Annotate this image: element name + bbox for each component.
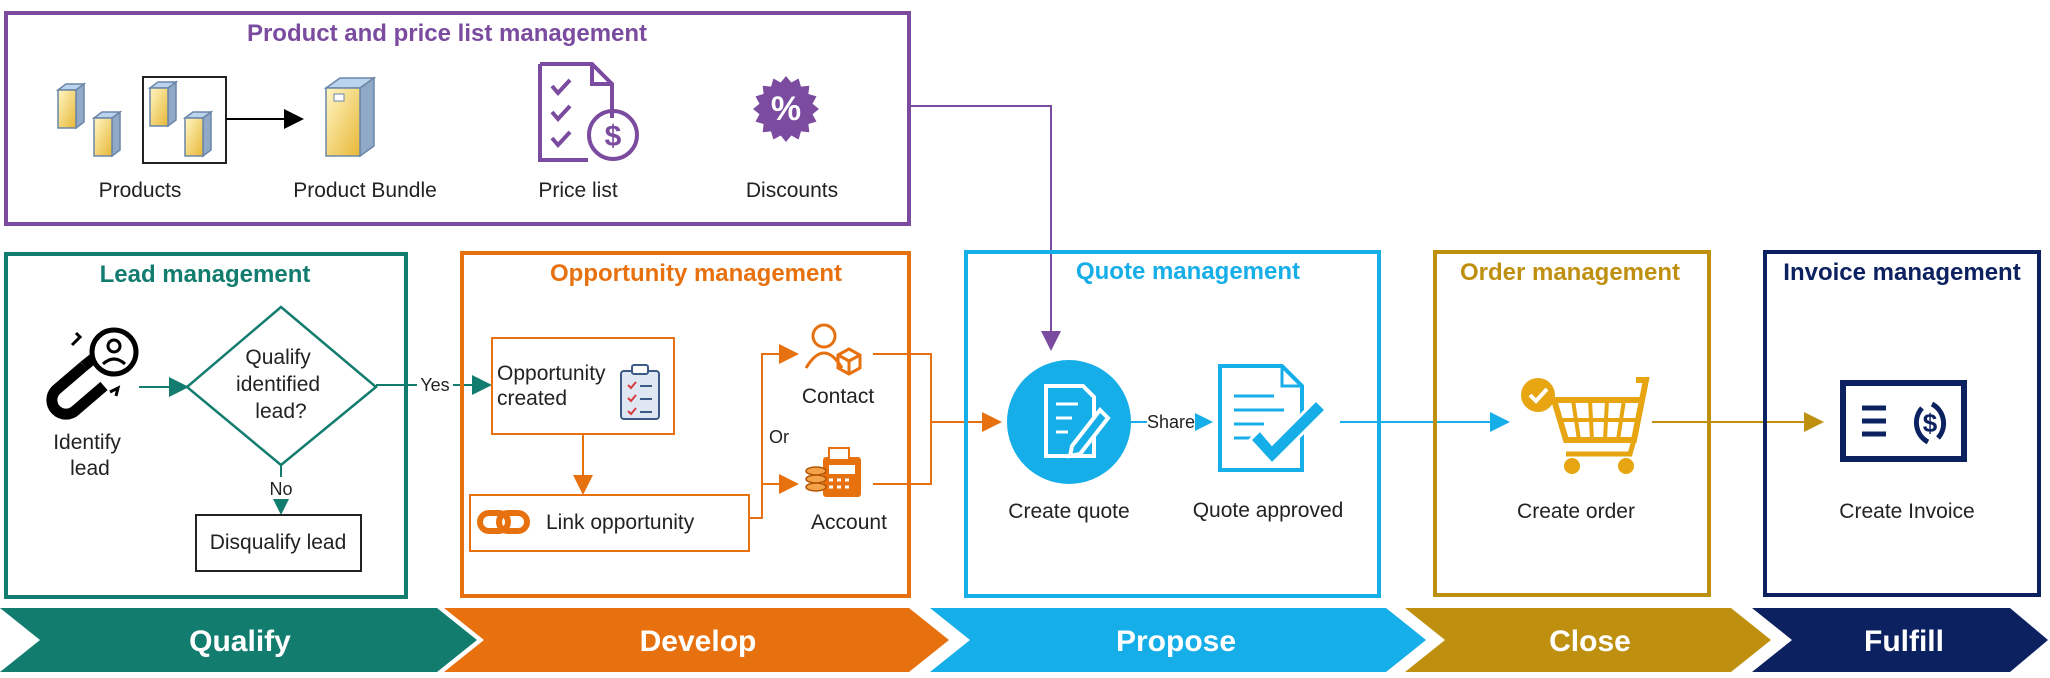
stage-chevron-qualify bbox=[0, 608, 477, 672]
stage-label-propose: Propose bbox=[1116, 625, 1236, 658]
account-label: Account bbox=[811, 511, 887, 534]
yes-label: Yes bbox=[420, 375, 449, 395]
quote-approved-label: Quote approved bbox=[1193, 499, 1344, 522]
invoice-section-frame bbox=[1763, 250, 2041, 597]
price-list-icon: $ bbox=[538, 62, 639, 162]
stage-chevron-fulfill bbox=[1752, 608, 2048, 672]
price-list-label: Price list bbox=[538, 179, 618, 202]
or-label: Or bbox=[769, 427, 789, 447]
lead-section-frame bbox=[4, 252, 408, 599]
invoice-section-title: Invoice management bbox=[1783, 259, 2020, 286]
contact-label: Contact bbox=[802, 385, 875, 408]
link-opportunity-box bbox=[469, 494, 750, 552]
opportunity-management-section: Opportunity management Opportunity creat… bbox=[460, 251, 932, 598]
contact-to-merge-connector bbox=[873, 353, 932, 485]
clipboard-checklist-icon bbox=[620, 364, 660, 420]
svg-text:$: $ bbox=[1923, 408, 1938, 438]
shopping-cart-icon bbox=[1521, 377, 1650, 474]
account-icon bbox=[805, 447, 861, 497]
stage-chevron-close bbox=[1405, 608, 1771, 672]
qualify-decision-label: Qualify identified lead? bbox=[236, 346, 326, 423]
order-section-title: Order management bbox=[1460, 259, 1680, 286]
identify-lead-label: Identify lead bbox=[53, 431, 127, 480]
quote-section-title: Quote management bbox=[1076, 258, 1300, 285]
contact-icon bbox=[804, 323, 862, 376]
order-section-frame bbox=[1433, 250, 1711, 597]
quote-management-section: Quote management Create quote Share Quot… bbox=[964, 250, 1381, 598]
invoice-bill-icon: $ bbox=[1840, 380, 1967, 462]
quote-approved-icon bbox=[1218, 364, 1329, 472]
lead-management-section: Lead management Identify lead Qualify id… bbox=[4, 252, 408, 599]
discounts-label: Discounts bbox=[746, 179, 838, 202]
quote-section-frame bbox=[964, 250, 1381, 598]
disqualify-lead-box bbox=[195, 514, 362, 572]
invoice-management-section: Invoice management $ Create Invoice bbox=[1763, 250, 2041, 597]
product-bundle-label: Product Bundle bbox=[293, 179, 437, 202]
stage-chevron-propose bbox=[930, 608, 1426, 672]
discount-percent-symbol: % bbox=[771, 90, 801, 128]
stage-label-fulfill: Fulfill bbox=[1864, 625, 1944, 658]
opportunity-section-frame bbox=[460, 251, 911, 598]
link-to-branch-connector bbox=[749, 344, 799, 519]
product-section-title: Product and price list management bbox=[247, 20, 647, 47]
create-order-label: Create order bbox=[1517, 500, 1635, 523]
order-management-section: Order management Create order bbox=[1433, 250, 1711, 597]
lead-section-title: Lead management bbox=[100, 261, 311, 288]
product-to-quote-connector bbox=[909, 105, 1061, 351]
product-bundle-icon bbox=[323, 76, 377, 158]
share-label: Share bbox=[1147, 412, 1195, 432]
opportunity-created-label: Opportunity created bbox=[497, 362, 611, 410]
disqualify-lead-label: Disqualify lead bbox=[210, 531, 347, 554]
create-quote-label: Create quote bbox=[1008, 500, 1129, 523]
stage-label-qualify: Qualify bbox=[189, 625, 291, 658]
no-label: No bbox=[269, 479, 292, 499]
magnet-person-icon bbox=[46, 327, 139, 420]
chain-link-icon bbox=[477, 510, 530, 534]
link-opportunity-label: Link opportunity bbox=[546, 511, 695, 534]
stage-chevron-develop bbox=[444, 608, 949, 672]
create-quote-icon bbox=[1007, 360, 1131, 484]
stage-label-close: Close bbox=[1549, 625, 1631, 658]
stage-chevrons: Qualify Develop Propose Close Fulfill bbox=[0, 608, 2048, 672]
discounts-icon: % bbox=[753, 76, 819, 142]
product-section-frame bbox=[4, 11, 911, 226]
stage-label-develop: Develop bbox=[640, 625, 757, 658]
product-price-list-section: Product and price list management bbox=[4, 11, 911, 226]
svg-text:$: $ bbox=[605, 120, 622, 153]
products-icon bbox=[55, 76, 227, 164]
opportunity-section-title: Opportunity management bbox=[550, 260, 842, 287]
create-invoice-label: Create Invoice bbox=[1839, 500, 1974, 523]
products-label: Products bbox=[99, 179, 182, 202]
